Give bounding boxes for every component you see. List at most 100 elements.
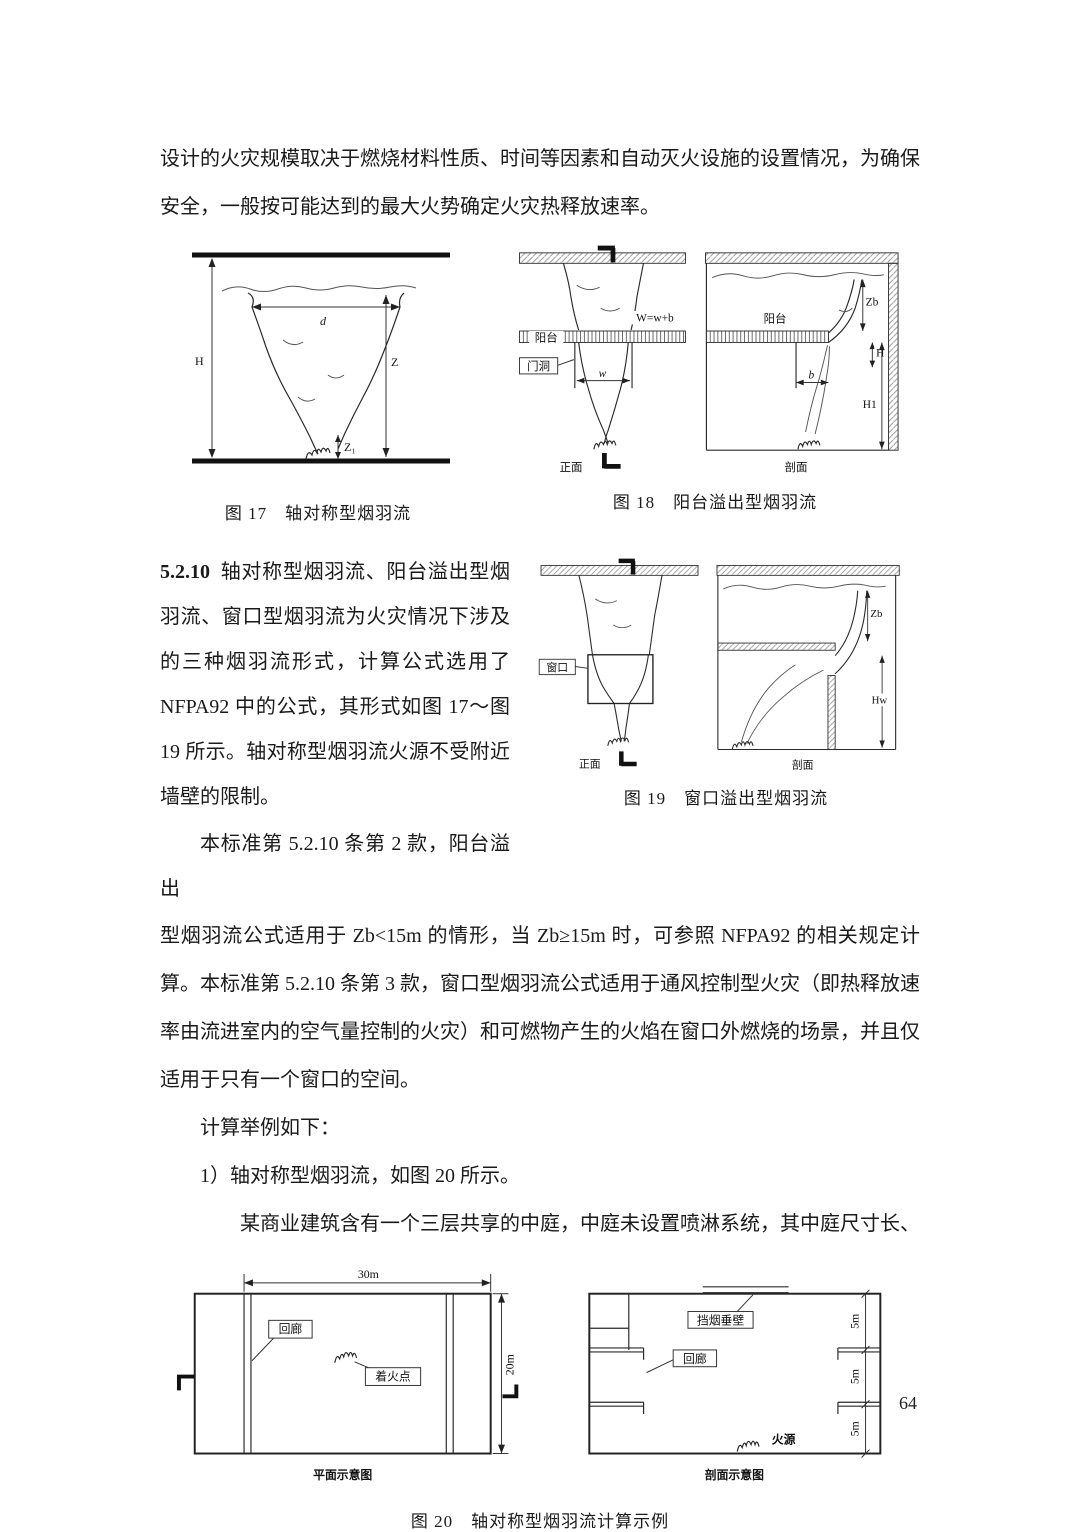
smoke-layer: [221, 285, 417, 292]
fig18-label-door: 门洞: [527, 359, 550, 373]
flame-icon: [731, 741, 754, 750]
flame-icon: [607, 737, 630, 747]
fig17-drawing: H d: [192, 252, 450, 464]
balcony-band: [519, 330, 686, 343]
fig18-section-view: 阳台 b: [704, 252, 899, 474]
fig20-caption: 图 20 轴对称型烟羽流计算示例: [410, 1512, 670, 1531]
section-cut-mark: [602, 453, 621, 469]
dimension-d: d: [252, 303, 400, 328]
dimension-Zb: Zb: [859, 279, 885, 332]
room-slab: [717, 642, 836, 651]
fig20-label-fire-point: 着火点: [375, 1370, 411, 1384]
window-wall: [827, 675, 836, 750]
paragraph-2-continuation: 型烟羽流公式适用于 Zb<15m 的情形，当 Zb≥15m 时，可参照 NFPA…: [160, 925, 920, 1091]
fig19-label-front: 正面: [579, 759, 601, 771]
dimension-Z1: Z₁: [335, 435, 356, 459]
dimension-H: H: [869, 342, 886, 368]
fig18-label-H1: H1: [863, 399, 877, 411]
flame-icon: [305, 447, 331, 460]
fig20-label-plan: 平面示意图: [313, 1468, 372, 1482]
section-body: 轴对称型烟羽流、阳台溢出型烟羽流、窗口型烟羽流为火灾情况下涉及的三种烟羽流形式，…: [160, 561, 510, 808]
section-cut-mark: [597, 245, 616, 263]
fig17-label-Z: Z: [391, 355, 398, 369]
figure-19: 窗口 正面: [532, 550, 920, 912]
figure-row-17-18: H d: [160, 245, 920, 524]
paragraph-2-start: 本标准第 5.2.10 条第 2 款，阳台溢出: [160, 833, 510, 900]
fig18-label-section: 剖面: [785, 460, 808, 474]
fire-point: 着火点: [334, 1351, 422, 1386]
fig17-caption: 图 17 轴对称型烟羽流: [224, 504, 412, 523]
dimension-w: w: [576, 366, 631, 384]
fig17-label-H: H: [195, 354, 204, 368]
dimension-5m-stack: 5m 5m 5m: [848, 1289, 870, 1458]
section-cut-mark: [619, 751, 637, 767]
fig19-label-window: 窗口: [546, 660, 568, 674]
section-number: 5.2.10: [160, 561, 210, 583]
fig20-label-corridor-section: 回廊: [683, 1352, 707, 1366]
window-opening: [587, 654, 654, 705]
figure-17: H d: [178, 245, 458, 524]
fig18-label-w: w: [599, 368, 607, 380]
fig18-label-balcony-section: 阳台: [764, 311, 787, 325]
fig18-label-w-formula: W=w+b: [636, 312, 674, 324]
paragraph-4: 1）轴对称型烟羽流，如图 20 所示。: [200, 1165, 520, 1187]
fig19-drawing: 窗口 正面: [538, 558, 900, 771]
fig19-front-view: 窗口 正面: [538, 558, 699, 771]
section-cut-mark: [502, 1384, 519, 1399]
fig18-label-balcony-front: 阳台: [535, 331, 558, 345]
dimension-30m: 30m: [243, 1267, 492, 1292]
fig17-label-Z1: Z₁: [344, 440, 356, 454]
right-wall: [888, 262, 899, 451]
smoke-barrier-label: 挡烟垂壁: [687, 1294, 754, 1329]
section-cut-mark: [176, 1374, 195, 1391]
dimension-H: H: [195, 258, 216, 458]
page-number: 64: [899, 1393, 917, 1413]
smoke-barrier: [702, 1286, 789, 1294]
paragraph-5: 某商业建筑含有一个三层共享的中庭，中庭未设置喷淋系统，其中庭尺寸长、: [240, 1213, 920, 1235]
flame-icon: [797, 440, 821, 450]
flame-icon: [736, 1440, 760, 1452]
fig20-label-barrier: 挡烟垂壁: [697, 1313, 744, 1327]
floor-slabs: [589, 1347, 881, 1415]
section-cut-mark: [618, 558, 636, 575]
balcony-band: [705, 330, 829, 343]
fig19-label-Hw: Hw: [872, 694, 888, 706]
corridor-label-plan: 回廊: [251, 1319, 313, 1362]
fig18-label-front: 正面: [560, 462, 583, 474]
plume-outline: [247, 292, 405, 455]
fig20-section-view: 挡烟垂壁: [588, 1286, 882, 1482]
fig18-front-view: 阳台 W=w+b 门洞: [519, 245, 686, 474]
dimension-Zb: Zb: [864, 590, 889, 642]
fig18-drawing: 阳台 W=w+b 门洞: [519, 245, 899, 474]
fig19-label-section: 剖面: [792, 757, 814, 771]
ceiling-line: [192, 252, 450, 464]
fig20-drawing: 30m 20m 回廊: [176, 1267, 882, 1482]
fig20-label-5m-1: 5m: [848, 1313, 862, 1329]
paragraph-3: 计算举例如下：: [200, 1117, 340, 1139]
fig19-section-view: Zb Hw 剖面: [716, 564, 900, 771]
fig20-label-5m-2: 5m: [848, 1368, 862, 1384]
figure-18: 阳台 W=w+b 门洞: [510, 245, 920, 513]
flame-icon: [593, 440, 617, 450]
intro-paragraph: 设计的火灾规模取决于燃烧材料性质、时间等因素和自动灭火设施的设置情况，为确保安全…: [160, 148, 920, 218]
fig20-label-20m: 20m: [502, 1353, 516, 1375]
fig20-label-30m: 30m: [358, 1267, 380, 1281]
fig20-label-5m-3: 5m: [848, 1421, 862, 1437]
corridor-label-section: 回廊: [646, 1349, 718, 1374]
fig17-label-d: d: [320, 314, 327, 328]
fig20-label-section: 剖面示意图: [705, 1468, 764, 1482]
dimension-b: b: [796, 368, 829, 386]
fig18-label-b: b: [808, 370, 814, 382]
fig18-caption: 图 18 阳台溢出型烟羽流: [612, 493, 818, 512]
fig18-label-H: H: [876, 348, 884, 360]
dimension-H1: H1: [860, 342, 885, 450]
fig20-plan-view: 30m 20m 回廊: [176, 1267, 519, 1482]
fig19-caption: 图 19 窗口溢出型烟羽流: [623, 789, 829, 808]
figure-20: 30m 20m 回廊: [175, 1266, 905, 1532]
dimension-20m: 20m: [492, 1293, 516, 1455]
dimension-Hw: Hw: [867, 655, 892, 748]
